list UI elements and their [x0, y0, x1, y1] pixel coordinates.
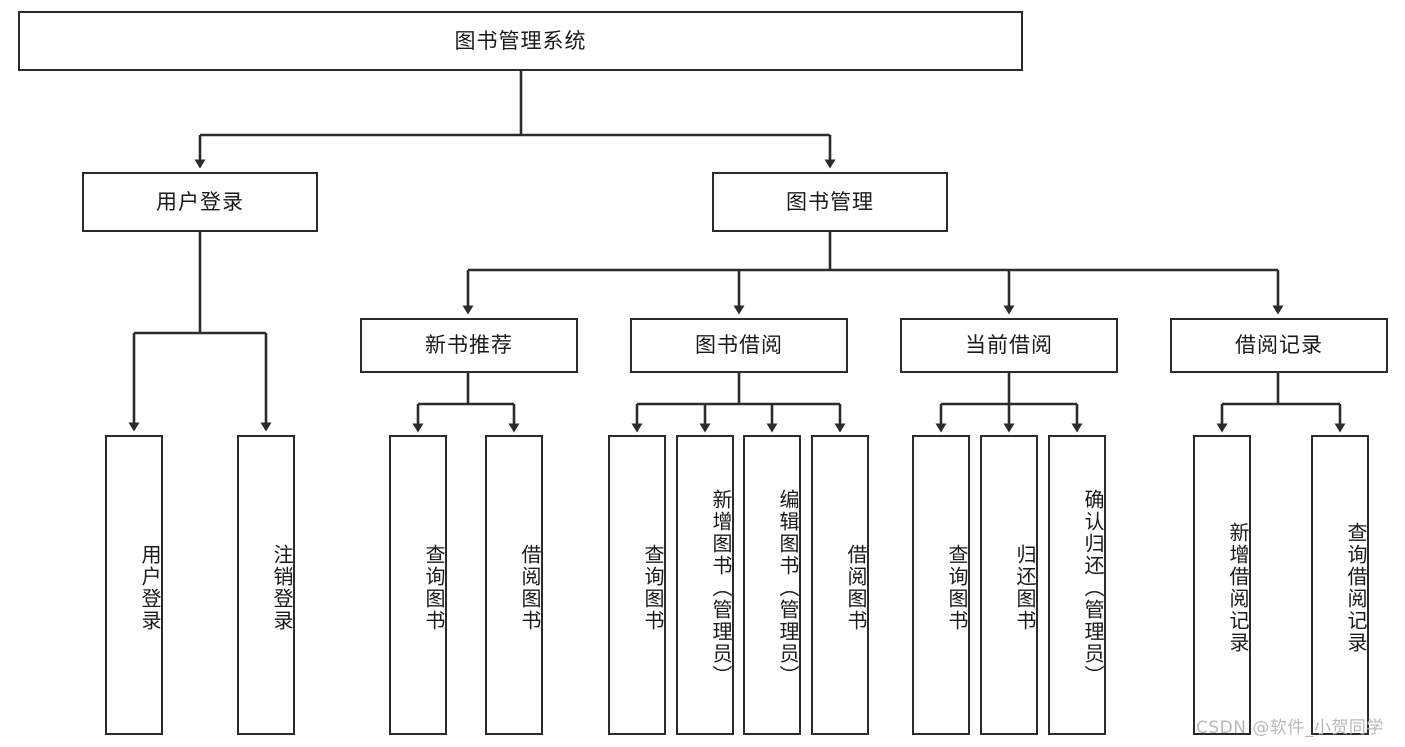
node-leaf-borrow-book-1[interactable]: 借阅图书: [485, 435, 543, 735]
node-leaf-user-logout[interactable]: 注销登录: [237, 435, 295, 735]
node-borrow-record[interactable]: 借阅记录: [1170, 318, 1388, 373]
node-label: 借阅记录: [1235, 333, 1323, 358]
node-leaf-edit-book[interactable]: 编辑图书（管理员）: [743, 435, 801, 735]
node-user-login[interactable]: 用户登录: [82, 172, 318, 232]
node-root-system[interactable]: 图书管理系统: [18, 11, 1023, 71]
node-leaf-query-book-2[interactable]: 查询图书: [608, 435, 666, 735]
watermark-text: CSDN @软件_小贺同学: [1196, 718, 1384, 738]
node-book-manage[interactable]: 图书管理: [712, 172, 948, 232]
node-new-book-recommend[interactable]: 新书推荐: [360, 318, 578, 373]
node-leaf-add-book[interactable]: 新增图书（管理员）: [676, 435, 734, 735]
node-leaf-borrow-book-2[interactable]: 借阅图书: [811, 435, 869, 735]
node-current-borrow[interactable]: 当前借阅: [900, 318, 1118, 373]
node-label: 查询图书: [641, 544, 665, 632]
node-label: 用户登录: [138, 544, 162, 632]
node-label: 借阅图书: [844, 544, 868, 632]
node-book-borrow[interactable]: 图书借阅: [630, 318, 848, 373]
node-leaf-query-book-1[interactable]: 查询图书: [389, 435, 447, 735]
node-leaf-query-record[interactable]: 查询借阅记录: [1311, 435, 1369, 735]
node-label: 用户登录: [156, 189, 244, 214]
node-label: 注销登录: [270, 544, 294, 632]
node-label: 新增借阅记录: [1226, 522, 1250, 654]
node-label: 查询借阅记录: [1344, 522, 1368, 654]
node-label: 查询图书: [422, 544, 446, 632]
node-label: 新书推荐: [425, 333, 513, 358]
node-label: 借阅图书: [518, 544, 542, 632]
node-label: 图书管理系统: [454, 28, 587, 53]
node-label: 编辑图书（管理员）: [776, 489, 800, 687]
node-label: 图书管理: [786, 189, 874, 214]
node-label: 新增图书（管理员）: [709, 489, 733, 687]
node-label: 确认归还（管理员）: [1081, 489, 1105, 687]
node-leaf-add-record[interactable]: 新增借阅记录: [1193, 435, 1251, 735]
node-leaf-confirm-return[interactable]: 确认归还（管理员）: [1048, 435, 1106, 735]
node-leaf-return-book[interactable]: 归还图书: [980, 435, 1038, 735]
node-label: 图书借阅: [695, 333, 783, 358]
node-label: 查询图书: [945, 544, 969, 632]
node-leaf-query-book-3[interactable]: 查询图书: [912, 435, 970, 735]
node-leaf-user-login[interactable]: 用户登录: [105, 435, 163, 735]
node-label: 归还图书: [1013, 544, 1037, 632]
node-label: 当前借阅: [965, 333, 1053, 358]
